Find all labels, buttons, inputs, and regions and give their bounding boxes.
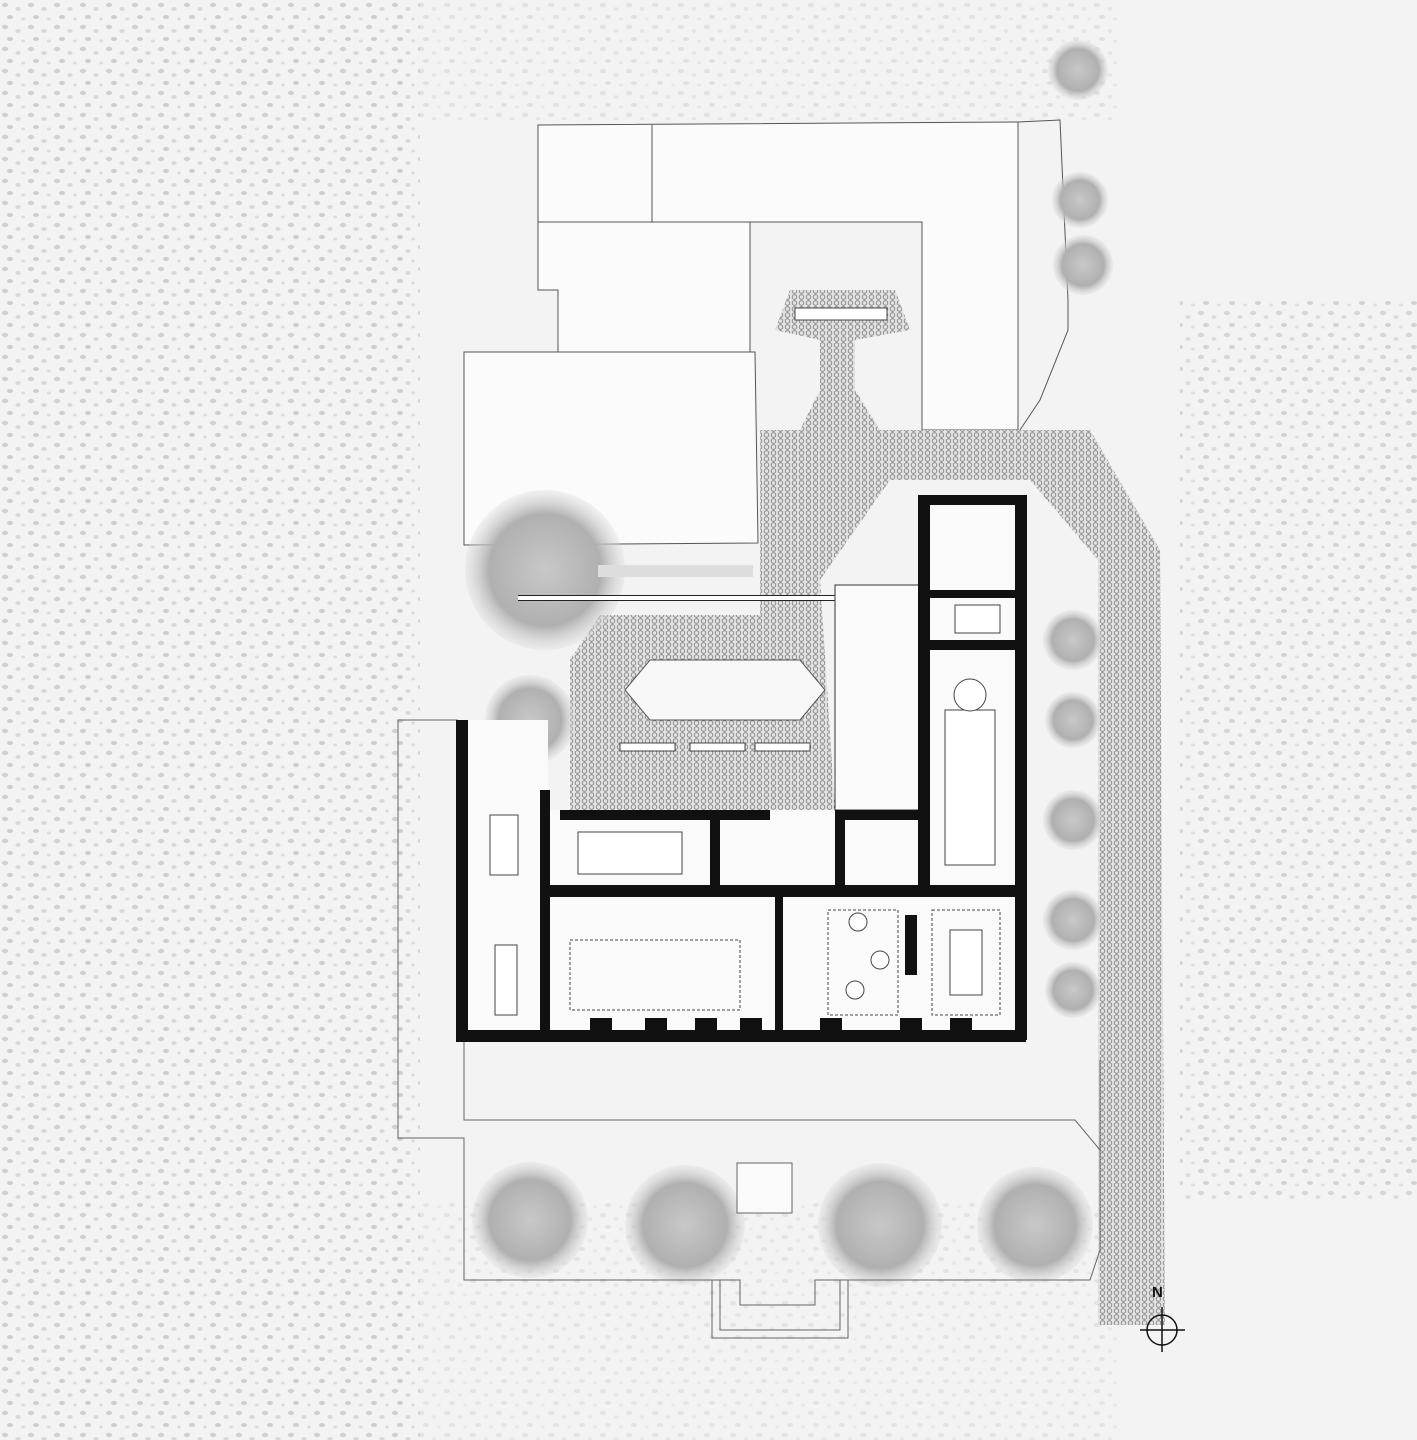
tree xyxy=(1043,790,1103,850)
site-lines xyxy=(397,565,1101,1339)
paved-forecourt xyxy=(570,480,890,810)
north-arrow-icon xyxy=(1140,1307,1185,1352)
tree xyxy=(472,1162,588,1278)
tree xyxy=(1048,40,1108,100)
terrace xyxy=(834,584,921,811)
tree xyxy=(465,490,625,650)
table xyxy=(944,709,996,866)
tree xyxy=(818,1163,942,1287)
table xyxy=(954,604,1001,634)
ground-texture-east xyxy=(1180,300,1417,1200)
tree xyxy=(1052,172,1108,228)
tree xyxy=(1053,235,1113,295)
tree xyxy=(1043,610,1103,670)
tree xyxy=(625,1165,745,1285)
paved-path-north xyxy=(775,290,910,430)
tree xyxy=(1045,962,1101,1018)
bench-north xyxy=(794,307,888,321)
tree xyxy=(977,1167,1093,1283)
trees xyxy=(465,40,1113,1287)
ground-texture-west xyxy=(0,0,420,1440)
table xyxy=(494,944,518,1016)
north-label: N xyxy=(1152,1284,1163,1301)
ground-texture-north xyxy=(420,0,1120,120)
paving xyxy=(570,290,1165,1325)
meeting-table xyxy=(949,929,983,996)
meeting-room xyxy=(931,909,1001,1016)
paved-drive xyxy=(760,430,1165,1325)
table-platform xyxy=(624,659,826,721)
facade-piers xyxy=(590,1018,972,1034)
furniture xyxy=(489,604,1001,1016)
table xyxy=(577,831,683,875)
display-area xyxy=(569,939,741,1011)
tree xyxy=(1043,890,1103,950)
tree xyxy=(1045,692,1101,748)
main-building xyxy=(456,495,1027,1042)
table xyxy=(489,814,519,876)
meeting-room xyxy=(827,909,899,1016)
